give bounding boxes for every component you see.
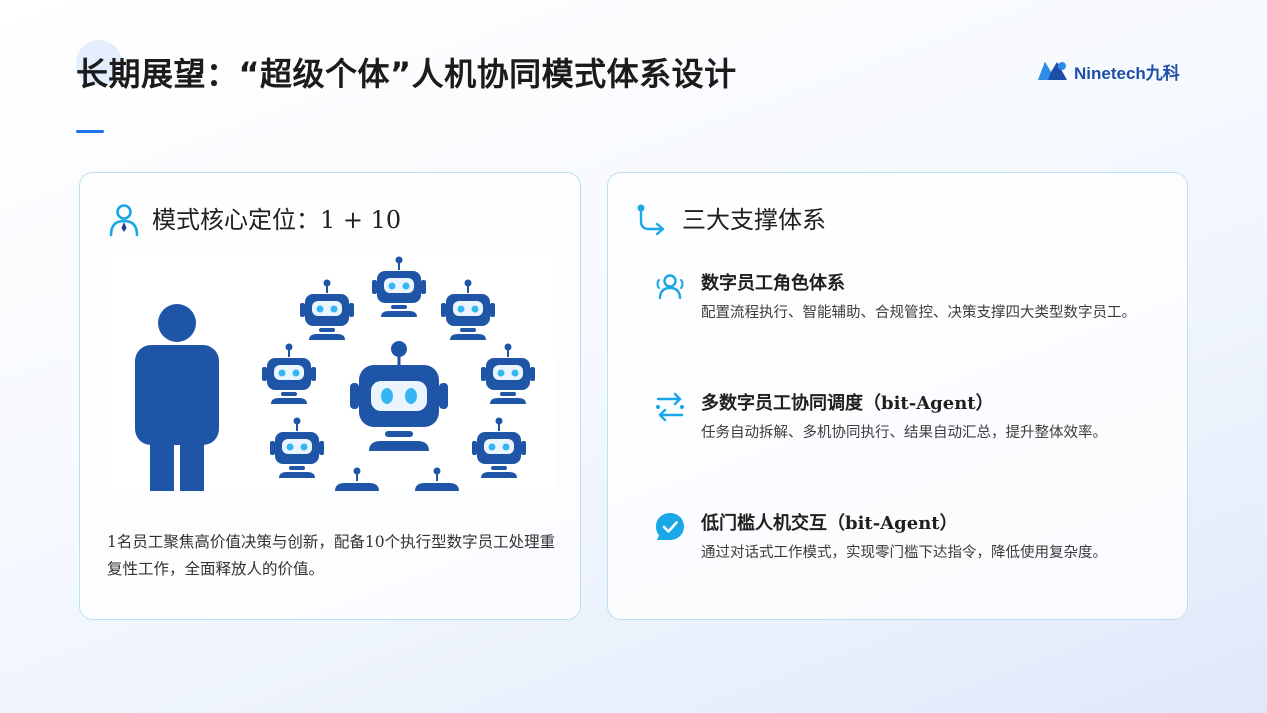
robot-bottom-partial-left (335, 467, 379, 491)
human-robots-illustration (107, 251, 555, 491)
robot-low-left (269, 416, 325, 479)
person-icon (109, 204, 139, 237)
ninetech-logo: Ninetech九科 (1036, 58, 1180, 84)
core-positioning-description: 1名员工聚焦高价值决策与创新，配备10个执行型数字员工处理重复性工作，全面释放人… (107, 533, 556, 578)
switch-arrows-icon (656, 392, 684, 422)
support-systems-card: 三大支撑体系 数字员工角色体系 配置流程执行、智能辅助、合规管控、决策支撑四大类… (607, 172, 1188, 620)
decorative-circle (76, 40, 122, 86)
title-underline (76, 130, 104, 133)
robot-bottom-partial-right (415, 467, 459, 491)
chat-check-icon (656, 513, 684, 540)
users-icon (656, 274, 684, 300)
robot-low-right (471, 416, 527, 479)
robot-top-left (299, 278, 355, 341)
route-icon (637, 204, 665, 236)
human-silhouette (135, 304, 219, 491)
support-item-interaction-title: 低门槛人机交互（bit-Agent） (701, 513, 958, 534)
core-positioning-title: 模式核心定位：1 + 10 (152, 206, 402, 234)
robot-top (371, 255, 427, 318)
support-item-scheduling-description: 任务自动拆解、多机协同执行、结果自动汇总，提升整体效率。 (701, 425, 1107, 441)
ninetech-logo-icon (1038, 62, 1067, 80)
support-item-scheduling-title: 多数字员工协同调度（bit-Agent） (701, 393, 994, 414)
support-item-roles-description: 配置流程执行、智能辅助、合规管控、决策支撑四大类型数字员工。 (701, 305, 1136, 321)
central-robot (350, 341, 448, 451)
support-item-interaction-description: 通过对话式工作模式，实现零门槛下达指令，降低使用复杂度。 (701, 545, 1107, 561)
core-positioning-card: 模式核心定位：1 + 10 (79, 172, 581, 620)
page-title: 长期展望：“超级个体”人机协同模式体系设计 (76, 55, 737, 93)
robot-top-right (440, 278, 496, 341)
robot-mid-left (261, 342, 317, 405)
logo-text: Ninetech九科 (1074, 63, 1180, 83)
robot-mid-right (480, 342, 536, 405)
support-item-roles-title: 数字员工角色体系 (701, 273, 845, 294)
core-positioning-header: 模式核心定位：1 + 10 (108, 203, 401, 237)
support-systems-header: 三大支撑体系 (636, 203, 826, 237)
support-systems-title: 三大支撑体系 (682, 206, 826, 234)
